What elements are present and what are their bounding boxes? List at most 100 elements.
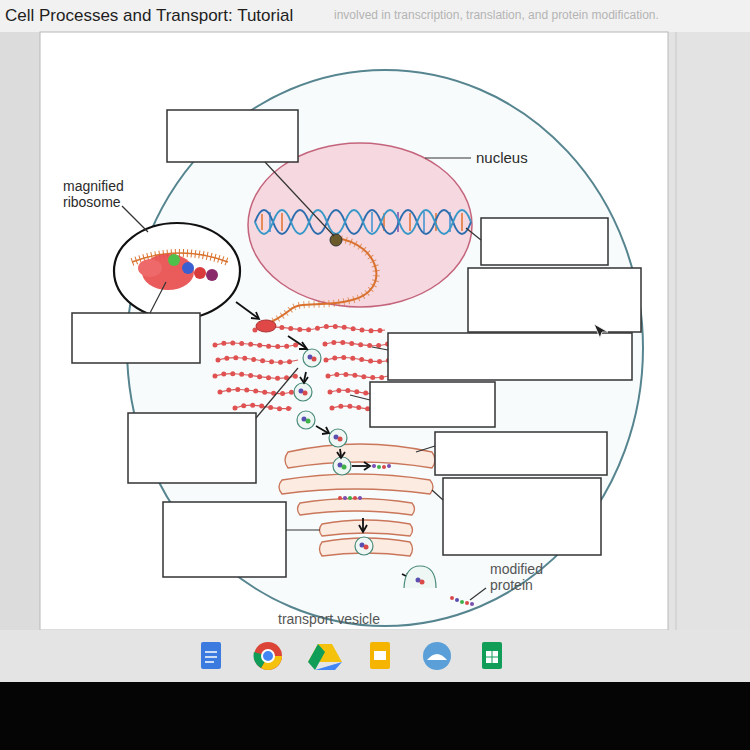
nucleus-shape-part (248, 143, 472, 307)
vesicles-and-arrows-part-part (362, 518, 364, 530)
vesicles-and-arrows-part-part (364, 462, 370, 470)
dna-helix (255, 210, 471, 234)
golgi-apparatus-part (279, 474, 433, 494)
protein-label: modified protein (490, 561, 564, 593)
vesicles-and-arrows-part-part (337, 452, 345, 458)
golgi-apparatus (279, 444, 435, 556)
vesicles-and-arrows-part-part (387, 464, 391, 468)
vesicles-and-arrows-part-part (338, 437, 343, 442)
leader-lines-part (150, 282, 166, 313)
mrna-strand-part (262, 238, 376, 326)
taskbar-part (205, 661, 214, 663)
leader-lines-part (265, 162, 334, 236)
rough-er-part (215, 326, 390, 409)
taskbar-part (482, 642, 502, 669)
taskbar-part (0, 682, 750, 750)
vesicles-and-arrows-part-part (348, 496, 352, 500)
vesicles-and-arrows-part-part (364, 545, 369, 550)
magnified-ribosome-inset-part (182, 262, 194, 274)
leader-lines (122, 158, 486, 600)
taskbar-part (315, 662, 342, 670)
vesicles-and-arrows-part-part (329, 429, 347, 447)
answer-boxes-part (388, 333, 632, 380)
answer-boxes-part (370, 382, 495, 427)
mrna-strand-part (262, 238, 376, 326)
vesicles-and-arrows-part-part (352, 465, 368, 467)
taskbar (0, 630, 750, 750)
vesicles-and-arrows-part-part (322, 427, 329, 434)
taskbar-part (205, 656, 217, 658)
vesicles-and-arrows-part (338, 464, 391, 500)
vesicles-and-arrows-part (420, 580, 425, 585)
vesicles-and-arrows-part-part (333, 457, 351, 475)
leader-lines-part (466, 228, 481, 240)
rough-er-part (256, 320, 276, 332)
vesicles-and-arrows-part-part (312, 357, 317, 362)
vesicles-and-arrows-part-part (299, 342, 307, 349)
taskbar-part (486, 651, 498, 663)
leader-lines-part (416, 446, 435, 452)
leader-lines-part (425, 157, 471, 158)
taskbar-part (427, 654, 447, 660)
leader-lines-part (470, 588, 486, 600)
vesicles-and-arrows-part-part (353, 496, 357, 500)
vesicles-and-arrows-part-part (300, 377, 308, 383)
dna-helix-part-part (281, 213, 283, 231)
vesicles-and-arrows-part-part (303, 349, 321, 367)
vesicles-and-arrows-part-part (450, 596, 454, 600)
magnified-ribosome-inset-part (194, 267, 206, 279)
vesicles-and-arrows-part-part (251, 312, 259, 319)
vesicles-and-arrows-part (299, 355, 369, 550)
vesicles-and-arrows-part-part (338, 496, 342, 500)
answer-boxes-part (72, 313, 200, 363)
vesicles-and-arrows-part-part (465, 601, 469, 605)
mrna-strand-part (330, 234, 342, 246)
taskbar-part (201, 642, 221, 669)
vesicles-and-arrows-part (294, 349, 373, 555)
answer-boxes-part (481, 218, 608, 265)
vesicle-label: transport vesicle (278, 611, 380, 627)
leader-lines-part (286, 529, 320, 530)
nucleus-shape (248, 143, 472, 307)
vesicles-and-arrows-part-part (342, 465, 347, 470)
vesicles-and-arrows-part-part (372, 464, 376, 468)
screen-background (0, 0, 750, 630)
rough-er-part-part (215, 374, 388, 379)
golgi-apparatus-part (320, 520, 413, 536)
screen-background-part (0, 0, 750, 32)
taskbar-part (486, 657, 498, 658)
screen-background-part (40, 32, 668, 630)
answer-boxes-part (167, 110, 298, 162)
dna-helix-part (255, 210, 471, 234)
golgi-apparatus-part (285, 444, 435, 468)
leader-lines-part (432, 490, 443, 500)
vesicles-and-arrows-part-part (288, 336, 306, 348)
screen-background-part (676, 32, 677, 630)
magnified-ribosome-inset-part (206, 269, 218, 281)
answer-boxes-part (435, 432, 607, 475)
mouse-cursor-part (594, 324, 608, 338)
answer-boxes-part (163, 502, 286, 577)
vesicles-and-arrows-part-part (377, 465, 381, 469)
dna-helix-part-part (461, 213, 463, 231)
vesicles-and-arrows-part-part (306, 419, 311, 424)
vesicles-and-arrows-part-part (460, 600, 464, 604)
rough-er (215, 320, 390, 409)
taskbar-part (308, 644, 325, 670)
taskbar-part (262, 650, 274, 662)
leader-lines-part (350, 395, 370, 400)
leader-lines-part (256, 368, 298, 418)
dna-helix-part-part (261, 214, 263, 230)
screen-background-part (0, 32, 40, 630)
tutorial-title: Cell Processes and Transport: Tutorial (5, 6, 293, 26)
vesicles-and-arrows-part-part (382, 465, 386, 469)
taskbar-part (370, 642, 390, 669)
magnified-ribosome-inset-part (138, 259, 162, 277)
vesicles-and-arrows-part-part (294, 383, 312, 401)
mrna-strand (262, 234, 376, 326)
dna-helix-part-part (423, 212, 425, 232)
cell-membrane (127, 70, 643, 626)
vesicles-and-arrows-part-part (316, 426, 328, 433)
